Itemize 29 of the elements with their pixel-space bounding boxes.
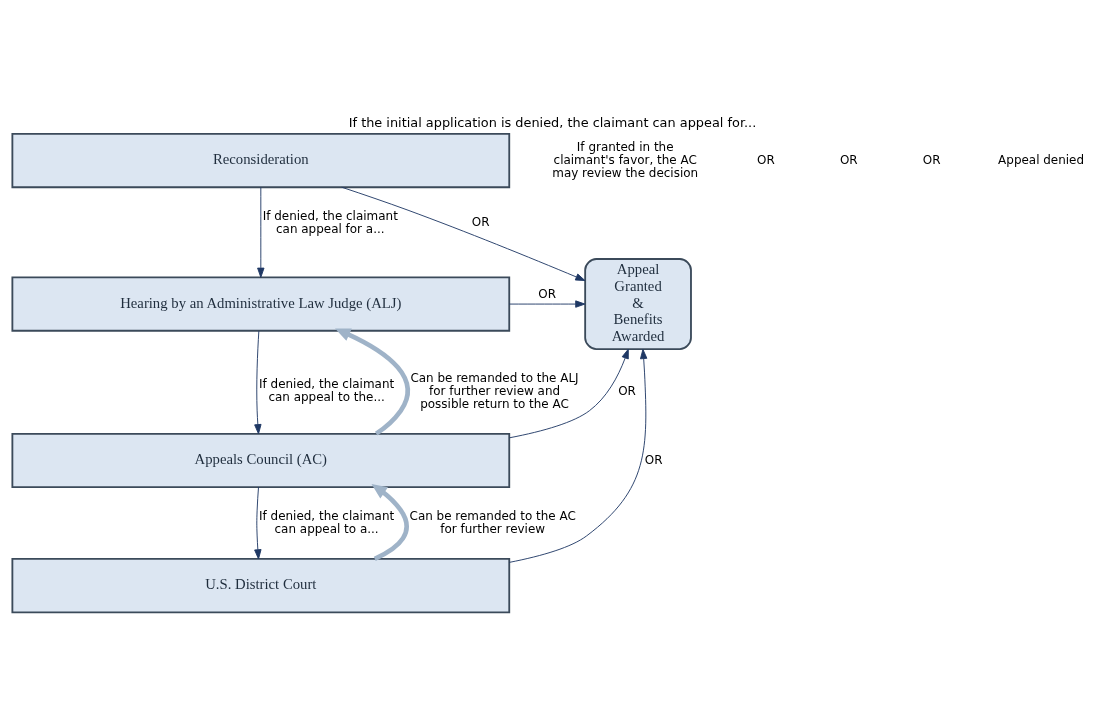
edge-label: If denied, the claimant can appeal to a... xyxy=(259,508,395,536)
arrow xyxy=(508,299,586,308)
edge-label: Can be remanded to the ALJ for further review and possible return to the AC xyxy=(410,370,579,410)
arrow xyxy=(371,483,409,561)
arrow xyxy=(335,327,410,436)
diagram-title: If the initial application is denied, the claimant can appeal for... xyxy=(348,114,757,130)
label: If granted in the claimant's favor, the AC may review the decision xyxy=(552,139,699,180)
edge-label: OR xyxy=(644,452,663,467)
arrow xyxy=(254,330,262,434)
edge-label: Can be remanded to the AC for further review xyxy=(409,508,576,536)
edge-label: OR xyxy=(538,286,557,301)
node-box: Appeals Council (AC) xyxy=(11,432,511,488)
node-box: Appeal Granted & Benefits Awarded xyxy=(584,257,692,350)
node-box: Hearing by an Administrative Law Judge (ALJ) xyxy=(11,275,511,332)
arrow xyxy=(257,186,265,278)
arrow xyxy=(341,186,586,281)
arrow xyxy=(254,486,262,559)
label: OR xyxy=(839,152,858,167)
arrow xyxy=(509,348,629,438)
edge-label: If denied, the claimant can appeal for a... xyxy=(262,208,398,236)
edge-label: If denied, the claimant can appeal to the... xyxy=(259,376,395,404)
edge-label: OR xyxy=(618,383,636,398)
node-box: Reconsideration xyxy=(11,132,511,188)
label: OR xyxy=(922,152,941,167)
node-box: U.S. District Court xyxy=(11,557,511,613)
label: Appeal denied xyxy=(998,152,1085,167)
edge-label: OR xyxy=(471,214,490,229)
arrow xyxy=(508,348,648,563)
label: OR xyxy=(757,152,775,167)
